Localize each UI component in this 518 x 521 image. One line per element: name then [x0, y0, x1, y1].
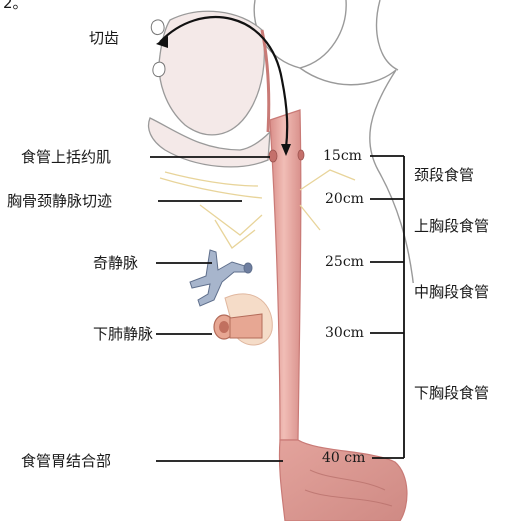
distance-mark-15: 15cm [323, 148, 362, 164]
segment-cervical: 颈段食管 [412, 166, 476, 184]
segment-middle-thoracic: 中胸段食管 [412, 283, 491, 301]
label-upper-sphincter: 食管上括约肌 [20, 148, 112, 166]
corner-text: 2。 [2, 0, 29, 12]
label-ge-junction: 食管胃结合部 [20, 452, 112, 470]
label-sternal-notch: 胸骨颈静脉切迹 [6, 192, 113, 210]
distance-mark-30: 30cm [325, 325, 364, 341]
pulmonary-vein-drawing [214, 294, 272, 345]
sternal-outline [160, 170, 355, 248]
distance-mark-25: 25cm [325, 254, 364, 270]
label-pulmonary-vein: 下肺静脉 [92, 325, 154, 343]
segment-lower-thoracic: 下胸段食管 [412, 384, 491, 402]
segment-upper-thoracic: 上胸段食管 [412, 217, 491, 235]
distance-mark-20: 20cm [325, 191, 364, 207]
distance-mark-40: 40 cm [322, 450, 365, 466]
label-azygos-vein: 奇静脉 [92, 254, 139, 272]
label-incisor: 切齿 [88, 29, 120, 47]
right-leader-lines [370, 156, 404, 458]
